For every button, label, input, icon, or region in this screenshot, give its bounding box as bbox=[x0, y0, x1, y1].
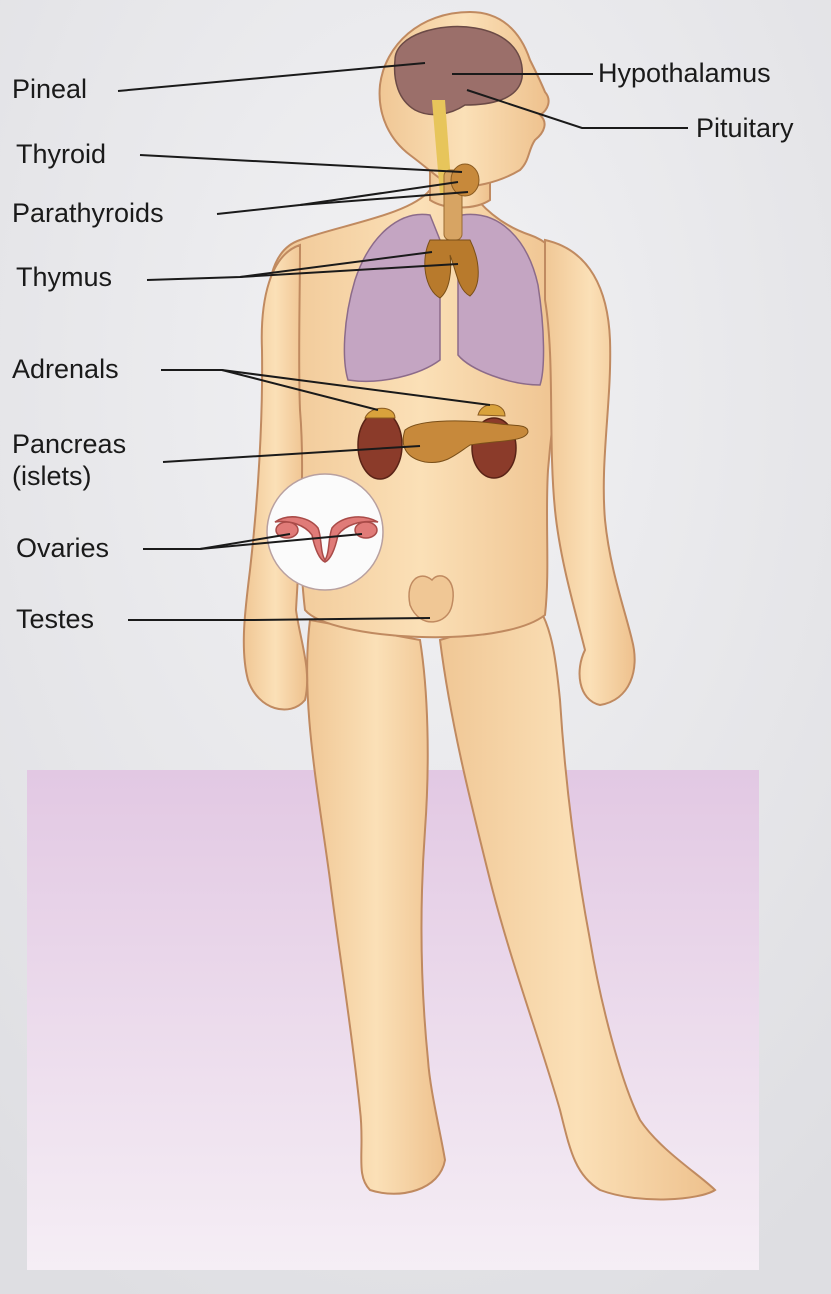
thyroid-gland bbox=[451, 164, 479, 196]
label-testes: Testes bbox=[16, 604, 94, 634]
label-parathyroids: Parathyroids bbox=[12, 198, 164, 228]
label-pancreas: Pancreas (islets) bbox=[12, 428, 126, 492]
label-adrenals: Adrenals bbox=[12, 354, 119, 384]
label-thymus: Thymus bbox=[16, 262, 112, 292]
label-pineal: Pineal bbox=[12, 74, 87, 104]
label-pituitary: Pituitary bbox=[696, 113, 794, 143]
testes-gland bbox=[409, 576, 453, 622]
label-ovaries: Ovaries bbox=[16, 533, 109, 563]
left-kidney bbox=[358, 411, 402, 479]
label-thyroid: Thyroid bbox=[16, 139, 106, 169]
label-hypothalamus: Hypothalamus bbox=[598, 58, 771, 88]
